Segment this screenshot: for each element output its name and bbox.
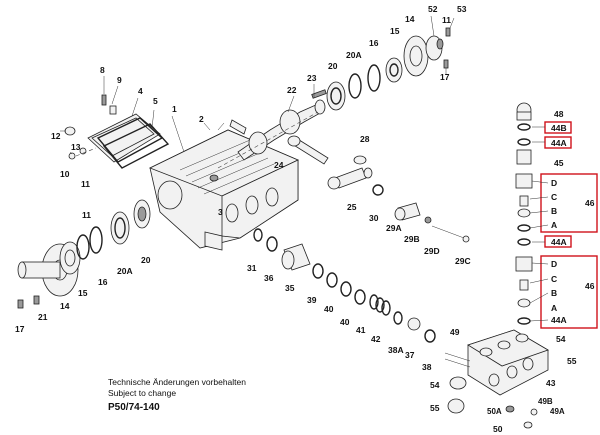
valve-manifold bbox=[444, 329, 549, 429]
label-17-left: 17 bbox=[15, 324, 25, 334]
label-29B: 29B bbox=[404, 234, 420, 244]
label-50A: 50A bbox=[487, 407, 502, 416]
label-44A-mid: 44A bbox=[551, 237, 567, 247]
label-54-left: 54 bbox=[430, 380, 440, 390]
box-44A-top bbox=[544, 136, 572, 149]
label-44A-top: 44A bbox=[551, 138, 567, 148]
label-52: 52 bbox=[428, 4, 438, 14]
label-20-left: 20 bbox=[141, 255, 151, 265]
label-14-right: 14 bbox=[405, 14, 415, 24]
label-39: 39 bbox=[307, 295, 317, 305]
valve-stack-lower bbox=[515, 256, 533, 325]
label-20A-left: 20A bbox=[117, 266, 133, 276]
label-11-left: 11 bbox=[81, 179, 90, 189]
box-46-upper bbox=[540, 173, 598, 233]
label-16-right: 16 bbox=[369, 38, 379, 48]
part-number-labels: 1 2 3 4 5 8 9 10 11 11 12 13 14 14 15 15… bbox=[15, 4, 577, 434]
label-45: 45 bbox=[554, 158, 564, 168]
letter-upper-C: C bbox=[551, 192, 557, 202]
label-29C: 29C bbox=[455, 256, 471, 266]
label-15-left: 15 bbox=[78, 288, 88, 298]
label-46-lower: 46 bbox=[585, 281, 595, 291]
label-36: 36 bbox=[264, 273, 274, 283]
label-9: 9 bbox=[117, 75, 122, 85]
label-49: 49 bbox=[450, 327, 460, 337]
letter-upper-A: A bbox=[551, 220, 557, 230]
label-37: 37 bbox=[405, 350, 415, 360]
box-44A-mid bbox=[544, 235, 572, 248]
label-16-left: 16 bbox=[98, 277, 108, 287]
note-german: Technische Änderungen vorbehalten bbox=[108, 377, 246, 387]
plunger-seal-assembly bbox=[253, 228, 436, 343]
label-5: 5 bbox=[153, 96, 158, 106]
label-48: 48 bbox=[554, 109, 564, 119]
label-40-b: 40 bbox=[340, 317, 350, 327]
label-29D: 29D bbox=[424, 246, 440, 256]
label-40-a: 40 bbox=[324, 304, 334, 314]
label-43: 43 bbox=[546, 378, 556, 388]
letter-lower-D: D bbox=[551, 259, 557, 269]
label-49A: 49A bbox=[550, 407, 565, 416]
valve-stack-top bbox=[516, 102, 532, 165]
label-2: 2 bbox=[199, 114, 204, 124]
label-44A-bottom: 44A bbox=[551, 315, 567, 325]
right-bearing-flange-assembly bbox=[217, 27, 451, 169]
label-41: 41 bbox=[356, 325, 366, 335]
note-english: Subject to change bbox=[108, 388, 177, 398]
label-20A-right: 20A bbox=[346, 50, 362, 60]
letter-upper-D: D bbox=[551, 178, 557, 188]
label-55-left: 55 bbox=[430, 403, 440, 413]
label-12: 12 bbox=[51, 131, 61, 141]
label-21: 21 bbox=[38, 312, 48, 322]
crankcase bbox=[149, 129, 299, 251]
label-46-upper: 46 bbox=[585, 198, 595, 208]
label-31: 31 bbox=[247, 263, 257, 273]
label-49B: 49B bbox=[538, 397, 553, 406]
label-8: 8 bbox=[100, 65, 105, 75]
label-38: 38 bbox=[422, 362, 432, 372]
label-15-right: 15 bbox=[390, 26, 400, 36]
label-1: 1 bbox=[172, 104, 177, 114]
label-29A: 29A bbox=[386, 223, 402, 233]
label-22: 22 bbox=[287, 85, 297, 95]
label-4: 4 bbox=[138, 86, 143, 96]
label-25: 25 bbox=[347, 202, 357, 212]
label-23: 23 bbox=[307, 73, 317, 83]
crankshaft-assembly bbox=[229, 89, 470, 243]
label-38A: 38A bbox=[388, 345, 404, 355]
label-35: 35 bbox=[285, 283, 295, 293]
label-10: 10 bbox=[60, 169, 70, 179]
letter-lower-B: B bbox=[551, 288, 557, 298]
box-46-lower bbox=[540, 255, 598, 329]
valve-stack-upper bbox=[515, 173, 533, 246]
label-24: 24 bbox=[274, 160, 284, 170]
label-55-right: 55 bbox=[567, 356, 577, 366]
rear-cover-assembly bbox=[64, 94, 170, 169]
valve-group-labels: 44B 44A 44A 44A 46 46 D C B A D C B A bbox=[551, 123, 595, 325]
label-17-right: 17 bbox=[440, 72, 450, 82]
box-44B bbox=[544, 121, 572, 134]
label-14-left: 14 bbox=[60, 301, 70, 311]
label-44B: 44B bbox=[551, 123, 567, 133]
label-11-right: 11 bbox=[442, 15, 451, 25]
label-3: 3 bbox=[218, 207, 223, 217]
label-53: 53 bbox=[457, 4, 467, 14]
label-30: 30 bbox=[369, 213, 379, 223]
model-number: P50/74-140 bbox=[108, 402, 160, 413]
label-28: 28 bbox=[360, 134, 370, 144]
letter-upper-B: B bbox=[551, 206, 557, 216]
label-20-right: 20 bbox=[328, 61, 338, 71]
label-11-extra: 11 bbox=[82, 210, 91, 220]
label-13: 13 bbox=[71, 142, 81, 152]
label-50: 50 bbox=[493, 424, 503, 434]
left-bearing-flange-assembly bbox=[17, 199, 151, 309]
letter-lower-A: A bbox=[551, 303, 557, 313]
letter-lower-C: C bbox=[551, 274, 557, 284]
label-42: 42 bbox=[371, 334, 381, 344]
label-54-right: 54 bbox=[556, 334, 566, 344]
